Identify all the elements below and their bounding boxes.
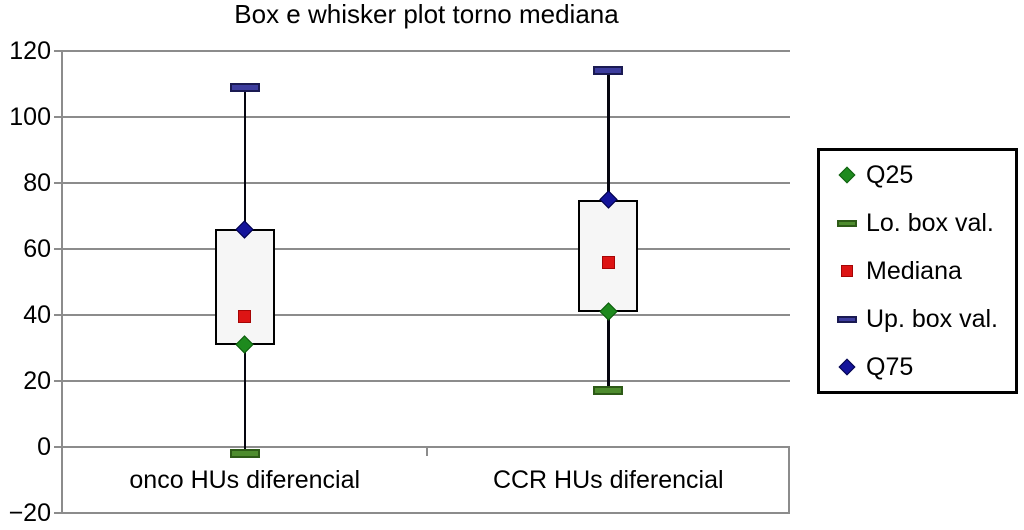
legend-item: Lo. box val. (820, 199, 1015, 247)
legend-item: Q25 (820, 151, 1015, 199)
lo-box-val-marker (593, 386, 624, 396)
y-axis-tick (54, 314, 63, 316)
legend-item: Mediana (820, 247, 1015, 295)
y-axis-tick (54, 182, 63, 184)
y-axis-tick (54, 446, 63, 448)
mediana-marker (601, 255, 615, 269)
legend-label: Q75 (866, 353, 914, 381)
y-axis-tick (54, 248, 63, 250)
y-tick-label: 40 (23, 301, 51, 329)
gridline (63, 182, 790, 184)
y-axis-tick (54, 512, 63, 514)
box-iqr (214, 229, 275, 345)
gridline (63, 248, 790, 250)
y-tick-label: 60 (23, 235, 51, 263)
legend-label: Up. box val. (866, 305, 999, 333)
chart-title: Box e whisker plot torno mediana (234, 0, 619, 29)
y-tick-label: −20 (8, 499, 51, 527)
legend-marker-dash-icon (833, 219, 860, 227)
gridline (63, 314, 790, 316)
y-tick-label: 0 (37, 433, 51, 461)
legend-label: Lo. box val. (866, 209, 994, 237)
up-box-val-marker (229, 82, 260, 92)
y-tick-label: 120 (9, 37, 51, 65)
lo-box-val-marker (229, 449, 260, 459)
legend-label: Mediana (866, 257, 962, 285)
category-strip-right-border (788, 447, 790, 513)
category-divider-tick (425, 448, 428, 456)
gridline (63, 50, 790, 52)
y-axis-line (61, 50, 63, 514)
legend-marker-dash-icon (833, 315, 860, 323)
legend-item: Up. box val. (820, 295, 1015, 343)
y-tick-label: 80 (23, 169, 51, 197)
gridline (63, 116, 790, 118)
y-tick-label: 20 (23, 367, 51, 395)
y-axis-tick (54, 116, 63, 118)
mediana-marker (238, 310, 252, 324)
y-axis-tick (54, 50, 63, 52)
legend-item: Q75 (820, 343, 1015, 391)
legend-marker-diamond-icon (833, 358, 860, 376)
gridline (63, 446, 790, 448)
legend-marker-diamond-icon (833, 166, 860, 184)
x-category-label: CCR HUs diferencial (492, 466, 724, 494)
gridline (63, 380, 790, 382)
legend-label: Q25 (866, 161, 914, 189)
gridline (63, 512, 790, 514)
y-axis-tick (54, 380, 63, 382)
up-box-val-marker (593, 66, 624, 76)
x-category-label: onco HUs diferencial (129, 466, 361, 494)
y-tick-label: 100 (9, 103, 51, 131)
legend-marker-square-icon (833, 265, 860, 277)
